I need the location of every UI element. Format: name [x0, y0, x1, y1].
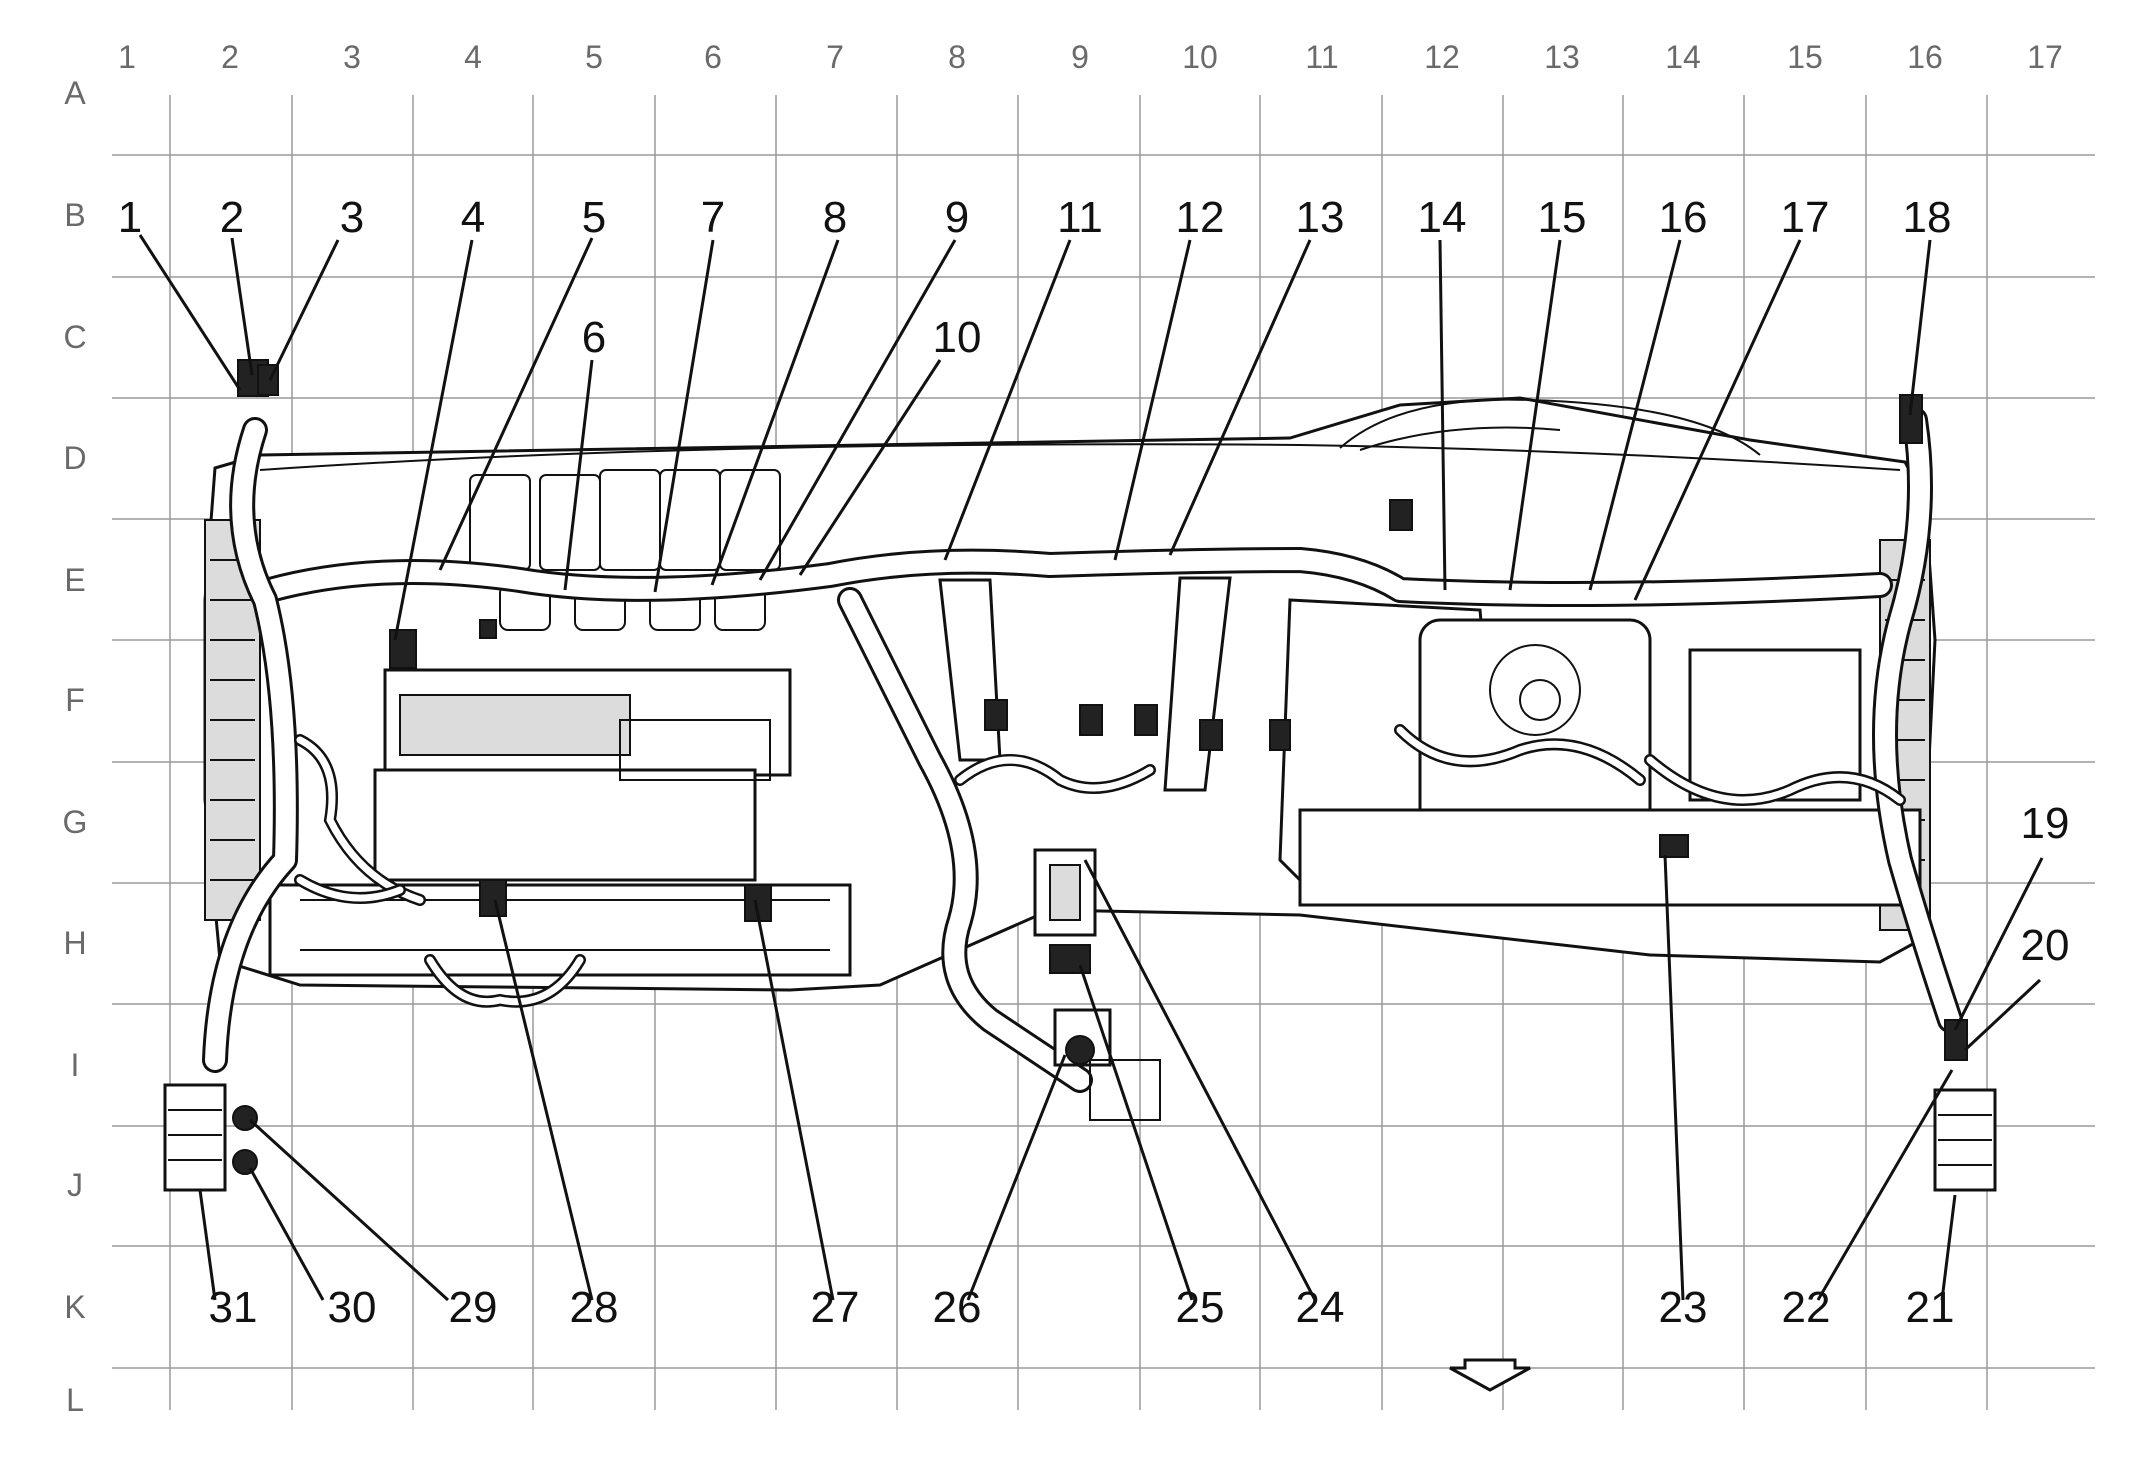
callout-number: 7 [701, 193, 725, 242]
grid-row-label: F [65, 682, 85, 718]
callout-number: 4 [461, 193, 485, 242]
callout-number: 13 [1296, 193, 1345, 242]
callout-leader-lines [138, 234, 2044, 1302]
callout-number: 31 [209, 1283, 258, 1332]
grid-column-label: 13 [1544, 39, 1580, 75]
grid-column-label: 8 [948, 39, 966, 75]
grid-column-label: 15 [1787, 39, 1823, 75]
grid-column-label: 1 [118, 39, 136, 75]
callout-number: 30 [328, 1283, 377, 1332]
grid-row-label: J [67, 1167, 83, 1203]
callout-number: 3 [340, 193, 364, 242]
grid-row-labels: A B C D E F G H I J K L [63, 75, 88, 1418]
grid-row-label: H [63, 925, 86, 961]
callout-number: 25 [1176, 1283, 1225, 1332]
callout-number: 20 [2021, 921, 2070, 970]
callout-number: 19 [2021, 799, 2070, 848]
grid-row-label: D [63, 440, 86, 476]
callout-number: 10 [933, 313, 982, 362]
grid-row-label: E [64, 562, 85, 598]
callout-number: 26 [933, 1283, 982, 1332]
grid-column-label: 3 [343, 39, 361, 75]
grid-column-label: 5 [585, 39, 603, 75]
callout-number: 21 [1906, 1283, 1955, 1332]
grid-column-label: 6 [704, 39, 722, 75]
callout-number: 23 [1659, 1283, 1708, 1332]
callout-number: 29 [449, 1283, 498, 1332]
grid-column-label: 10 [1182, 39, 1218, 75]
grid-row-label: I [71, 1047, 80, 1083]
callout-number: 2 [220, 193, 244, 242]
grid-column-label: 7 [826, 39, 844, 75]
callout-number: 15 [1538, 193, 1587, 242]
grid-column-label: 12 [1424, 39, 1460, 75]
grid-column-label: 11 [1305, 39, 1338, 75]
callout-number: 27 [811, 1283, 860, 1332]
grid-column-label: 14 [1665, 39, 1701, 75]
grid-row-label: B [64, 197, 85, 233]
grid-column-label: 9 [1071, 39, 1089, 75]
grid-column-label: 4 [464, 39, 482, 75]
callout-number: 6 [582, 313, 606, 362]
grid-column-label: 16 [1907, 39, 1943, 75]
callout-number: 9 [945, 193, 969, 242]
callout-number: 24 [1296, 1283, 1345, 1332]
grid-row-label: A [64, 75, 86, 111]
grid-row-label: K [64, 1289, 85, 1325]
callout-number: 16 [1659, 193, 1708, 242]
instrument-panel-illustration [163, 359, 1997, 1392]
grid-row-label: C [63, 319, 86, 355]
callout-number: 8 [823, 193, 847, 242]
grid-column-label: 2 [221, 39, 239, 75]
callout-number: 22 [1782, 1283, 1831, 1332]
callout-number: 17 [1781, 193, 1830, 242]
grid-row-label: L [66, 1382, 84, 1418]
callout-number: 12 [1176, 193, 1225, 242]
callout-number: 5 [582, 193, 606, 242]
callout-number: 11 [1057, 193, 1103, 242]
callout-number: 18 [1903, 193, 1952, 242]
callout-number: 14 [1418, 193, 1467, 242]
callout-number: 28 [570, 1283, 619, 1332]
grid-column-label: 17 [2027, 39, 2063, 75]
callout-number: 1 [118, 193, 142, 242]
grid-row-label: G [63, 804, 88, 840]
